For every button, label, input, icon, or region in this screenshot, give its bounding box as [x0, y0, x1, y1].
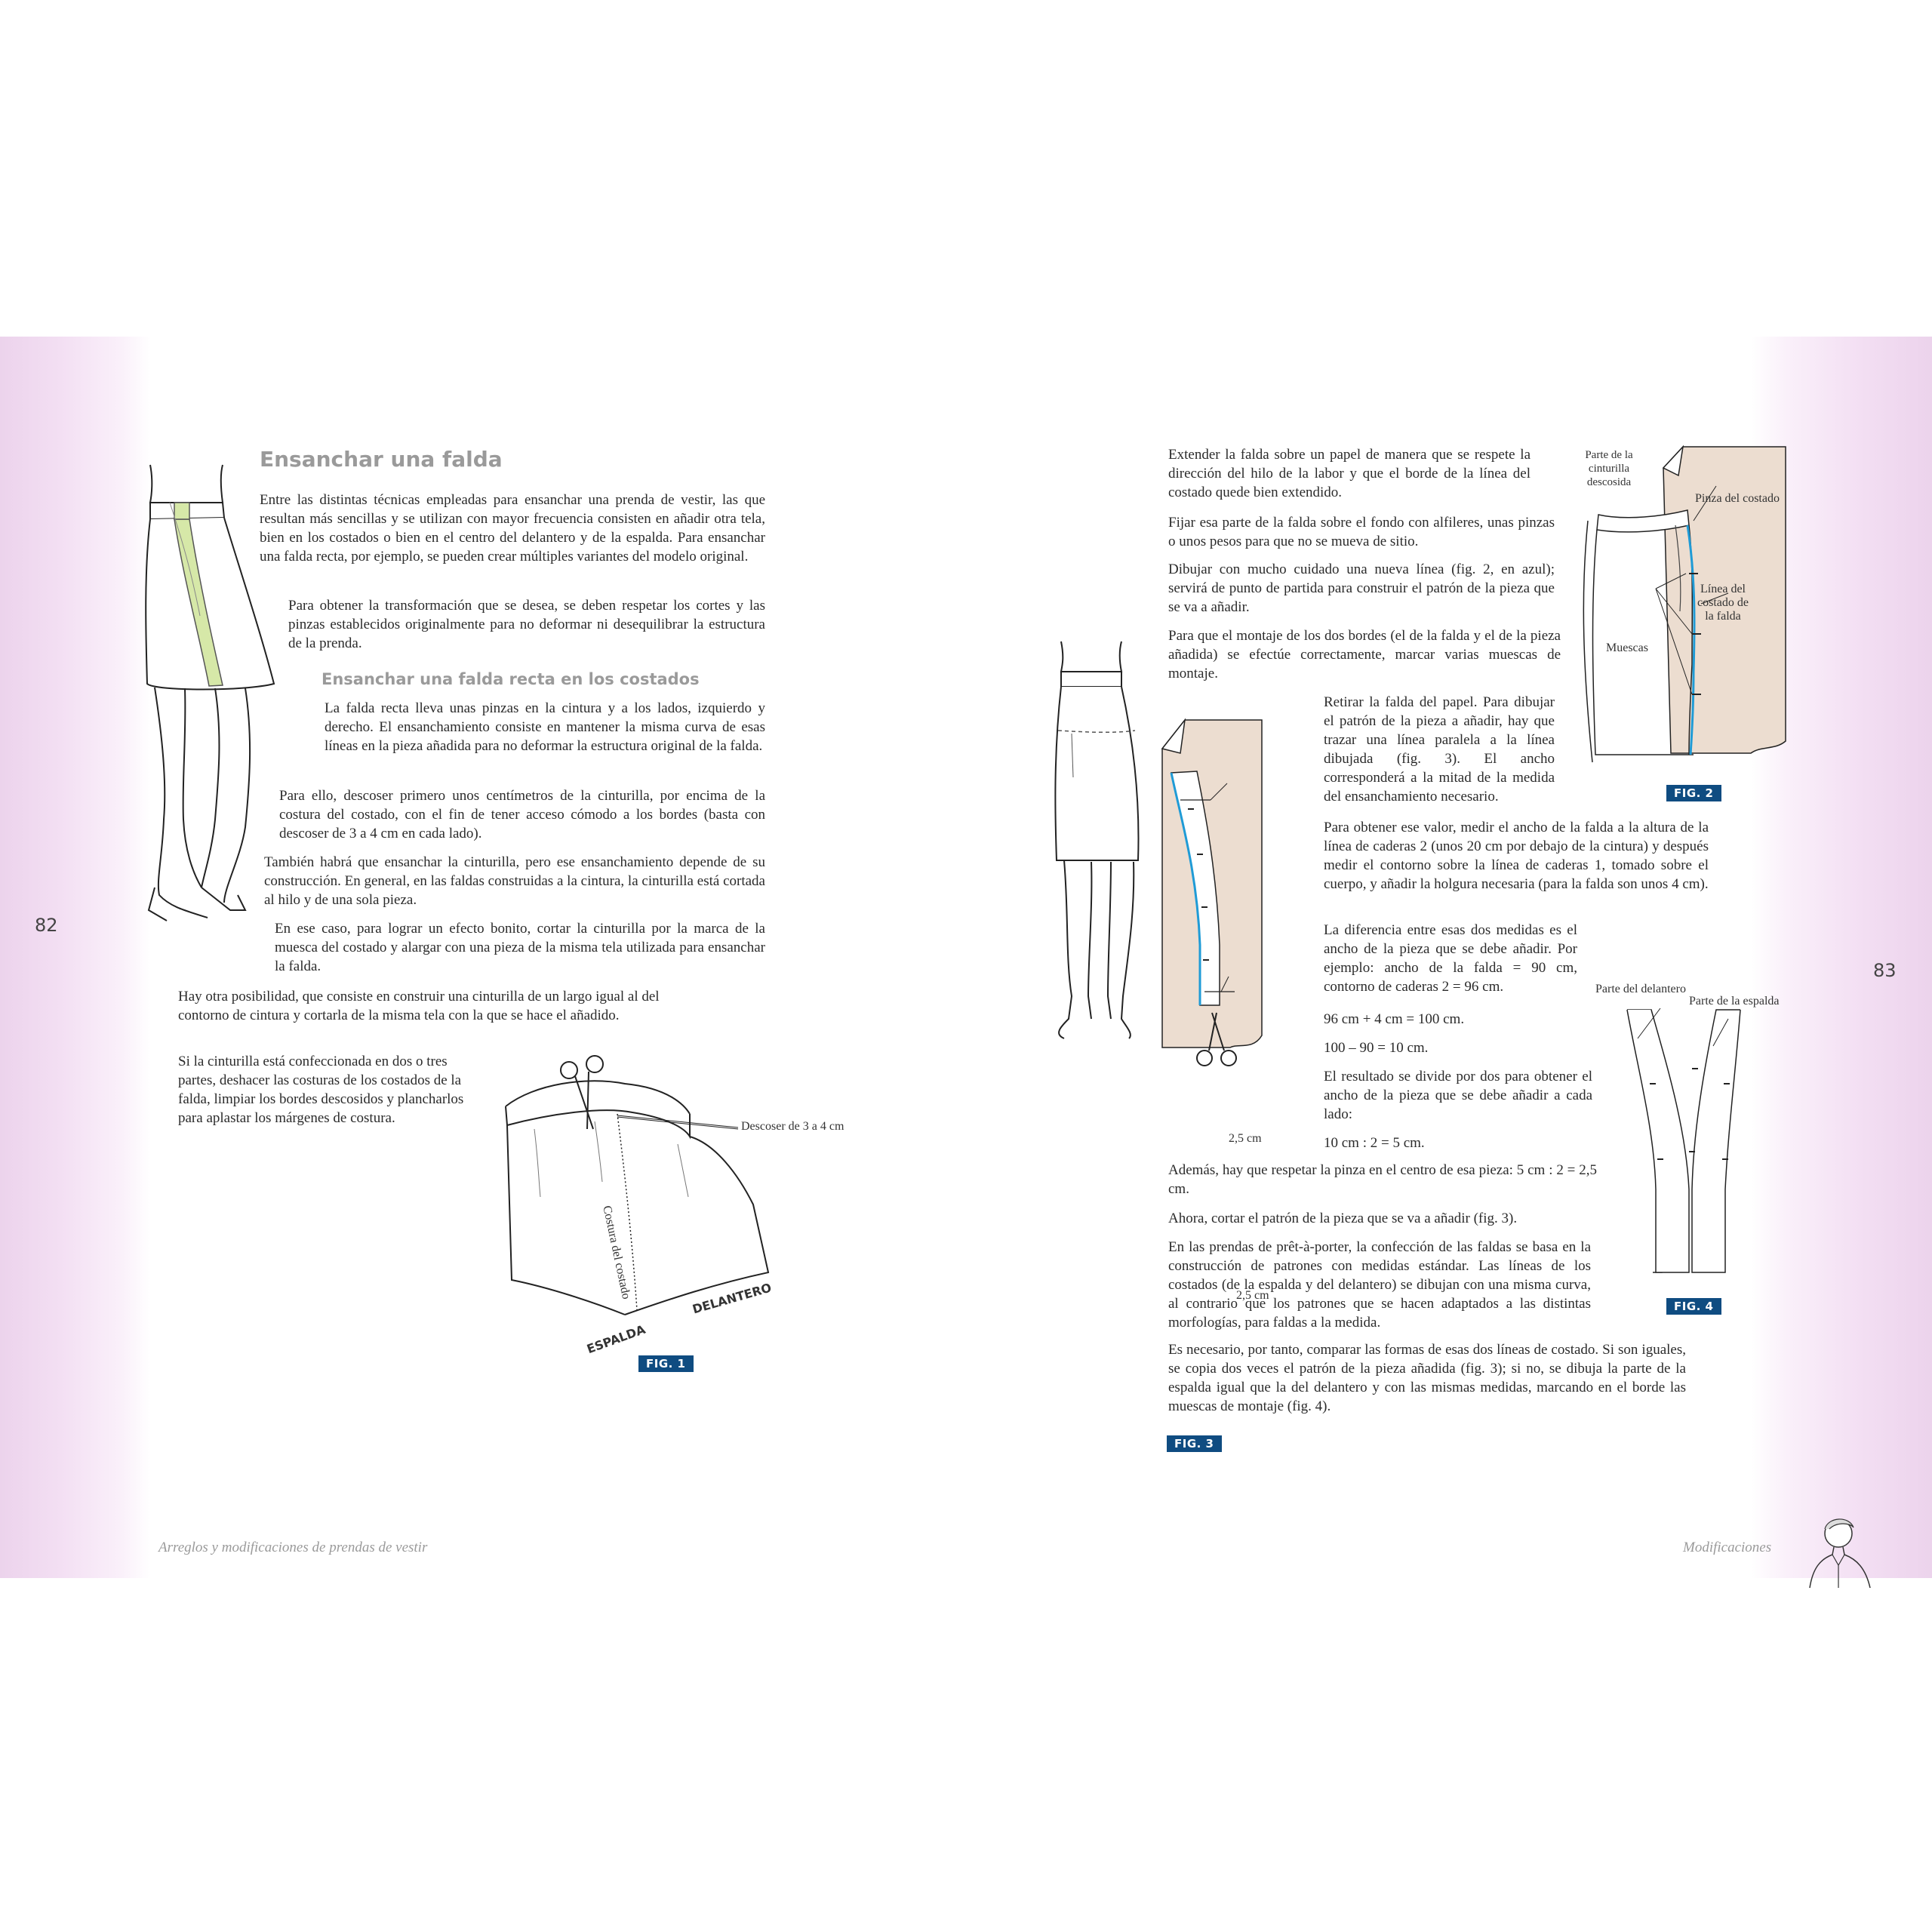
fig2-label-muescas: Muescas: [1606, 641, 1648, 654]
fig2-skirt-on-paper-diagram: [1583, 445, 1786, 763]
right-paragraph-9: Además, hay que respetar la pinza en el …: [1168, 1162, 1597, 1197]
left-curtain-decoration: [0, 337, 151, 1578]
right-paragraph-10: Ahora, cortar el patrón de la pieza que …: [1168, 1211, 1518, 1226]
right-paragraph-3: Dibujar con mucho cuidado una nueva líne…: [1168, 561, 1555, 615]
right-paragraph-4: Para que el montaje de los dos bordes (e…: [1168, 628, 1561, 681]
fig2-badge: FIG. 2: [1666, 785, 1721, 801]
page-number-right: 83: [1873, 960, 1897, 981]
fig4-badge: FIG. 4: [1666, 1298, 1721, 1315]
fig2-label-cinturilla: Parte de la cinturilla descosida: [1585, 449, 1633, 488]
equation-2: 100 – 90 = 10 cm.: [1324, 1040, 1429, 1056]
left-paragraph-4: Para ello, descoser primero unos centíme…: [279, 788, 765, 841]
left-paragraph-3: La falda recta lleva unas pinzas en la c…: [325, 700, 765, 754]
section-title: Ensanchar una falda: [260, 447, 503, 472]
fig3-label-top: 2,5 cm: [1229, 1132, 1262, 1145]
right-paragraph-7: La diferencia entre esas dos medidas es …: [1324, 922, 1577, 995]
fig1-badge: FIG. 1: [638, 1355, 694, 1372]
corner-portrait-sketch: [1809, 1518, 1871, 1589]
footer-left: Arreglos y modificaciones de prendas de …: [158, 1540, 428, 1555]
fig2-label-linea: Línea del costado de la falda: [1697, 583, 1749, 623]
right-paragraph-11: En las prendas de prêt-à-porter, la conf…: [1168, 1239, 1591, 1331]
skirt-figure-illustration: [145, 464, 275, 921]
equation-1: 96 cm + 4 cm = 100 cm.: [1324, 1011, 1465, 1027]
page-number-left: 82: [35, 915, 58, 936]
fig1-skirt-seam-diagram: [505, 1055, 770, 1315]
left-paragraph-2: Para obtener la transformación que se de…: [288, 598, 765, 651]
footer-right: Modificaciones: [1683, 1540, 1772, 1555]
fig1-label-descoser: Descoser de 3 a 4 cm: [741, 1120, 844, 1133]
fig3-label-bottom: 2,5 cm: [1236, 1289, 1269, 1302]
right-paragraph-5: Retirar la falda del papel. Para dibujar…: [1324, 694, 1555, 804]
fig4-label-delantero: Parte del delantero: [1595, 983, 1686, 995]
left-paragraph-6: En ese caso, para lograr un efecto bonit…: [275, 921, 765, 974]
fig3-pattern-diagram: [1161, 718, 1263, 1066]
equation-3: 10 cm : 2 = 5 cm.: [1324, 1135, 1425, 1151]
fig4-label-espalda: Parte de la espalda: [1689, 995, 1780, 1008]
right-paragraph-6: Para obtener ese valor, medir el ancho d…: [1324, 820, 1709, 892]
right-paragraph-2: Fijar esa parte de la falda sobre el fon…: [1168, 515, 1555, 549]
fig2-label-pinza: Pinza del costado: [1695, 492, 1780, 505]
fig1-label-espalda: ESPALDA: [585, 1321, 648, 1357]
left-paragraph-7: Hay otra posibilidad, que consiste en co…: [178, 989, 660, 1023]
fig3-badge: FIG. 3: [1167, 1435, 1222, 1452]
left-paragraph-5: También habrá que ensanchar la cinturill…: [264, 854, 765, 908]
section-subtitle: Ensanchar una falda recta en los costado…: [321, 670, 700, 688]
fig4-pattern-pieces-diagram: [1626, 1008, 1741, 1273]
right-paragraph-1: Extender la falda sobre un papel de mane…: [1168, 447, 1531, 500]
left-paragraph-8: Si la cinturilla está confeccionada en d…: [178, 1054, 464, 1126]
book-spread: 82 Ensanchar una falda Entre las distint…: [0, 337, 1932, 1589]
woman-figure-illustration: [1054, 641, 1140, 1039]
left-paragraph-1: Entre las distintas técnicas empleadas p…: [260, 492, 765, 565]
right-paragraph-8: El resultado se divide por dos para obte…: [1324, 1069, 1592, 1122]
right-paragraph-12: Es necesario, por tanto, comparar las fo…: [1168, 1342, 1686, 1414]
